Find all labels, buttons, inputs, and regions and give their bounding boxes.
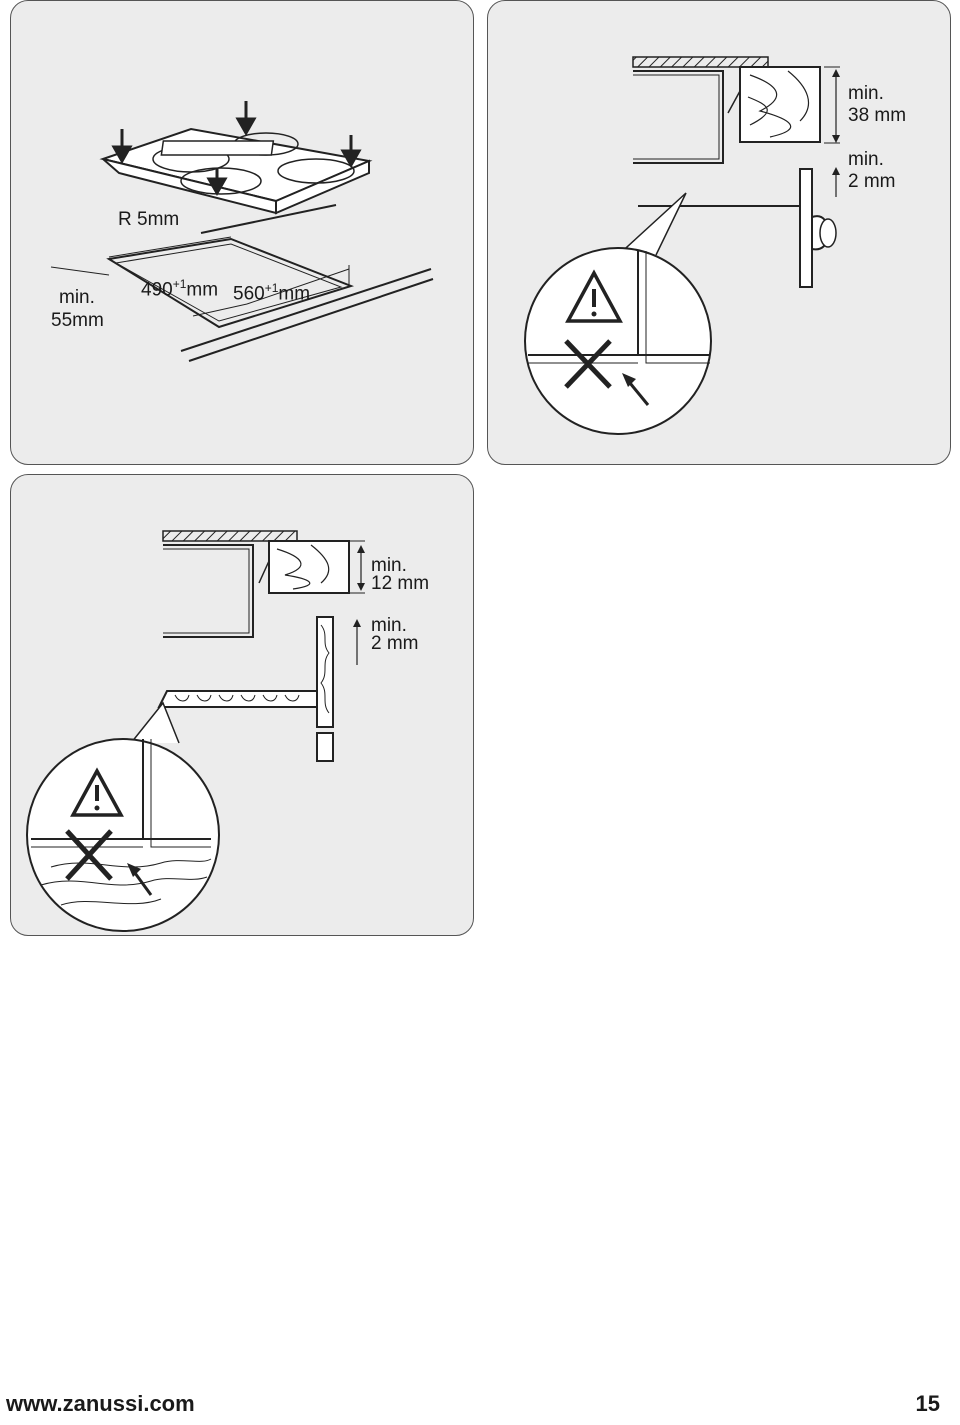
- top-min-label: min.: [371, 555, 407, 576]
- gap-min-value: 2 mm: [371, 633, 419, 654]
- radius-label: R 5mm: [118, 209, 180, 230]
- installation-above-door-panel: min. 38 mm min. 2 mm: [487, 0, 951, 465]
- gap-min-label: min.: [848, 149, 884, 170]
- installation-above-shelf-panel: min. 12 mm min. 2 mm: [10, 474, 474, 936]
- top-min-label: min.: [848, 83, 884, 104]
- hob-cutout-drawing: [50, 101, 434, 362]
- top-min-value: 12 mm: [371, 573, 430, 594]
- cutout-dimensions-panel: R 5mm min. 55mm 490+1mm 560+1mm: [10, 0, 474, 465]
- cutout-width-label: 490+1mm: [141, 277, 219, 301]
- min-edge-value: 55mm: [51, 310, 104, 331]
- worktop-section-drawing: [524, 56, 840, 435]
- gap-min-value: 2 mm: [848, 171, 896, 192]
- cutout-length-label: 560+1mm: [233, 281, 311, 305]
- top-min-value: 38 mm: [848, 105, 907, 126]
- worktop-shelf-section-drawing: [26, 530, 365, 932]
- min-edge-label: min.: [59, 287, 95, 308]
- page-number: 15: [915, 1391, 940, 1416]
- gap-min-label: min.: [371, 615, 407, 636]
- footer-website: www.zanussi.com: [6, 1391, 195, 1416]
